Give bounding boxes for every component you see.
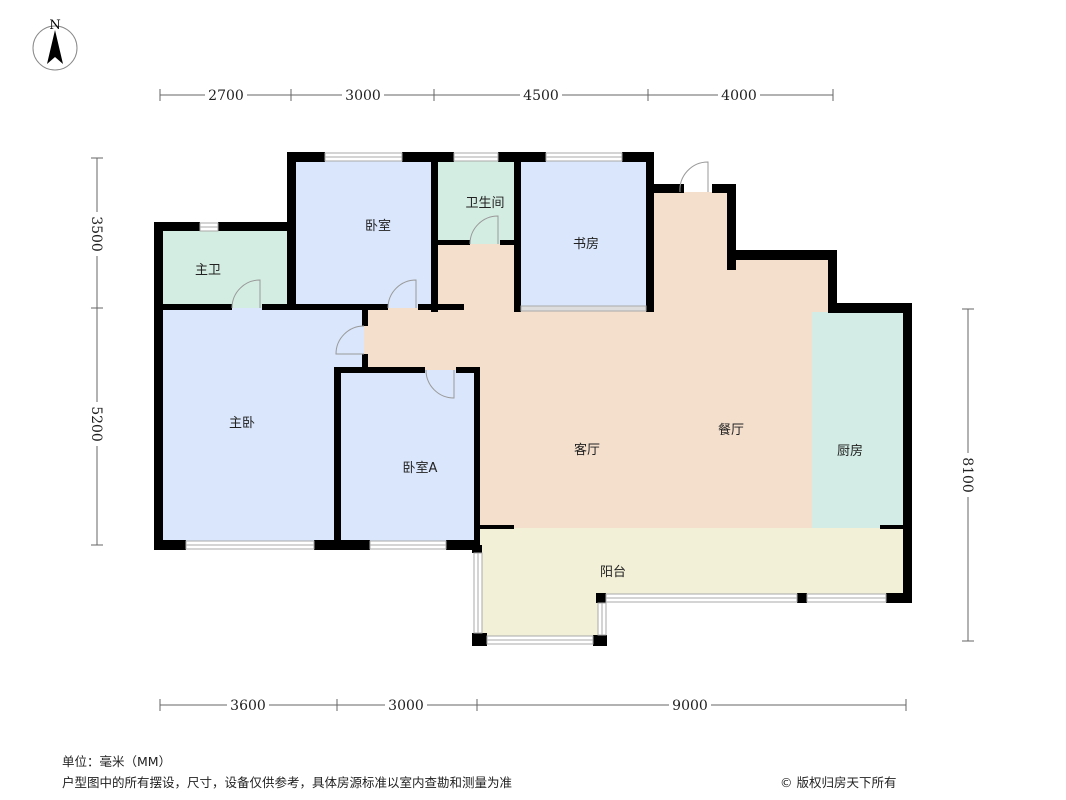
dim-top-2: 3000 xyxy=(345,88,381,104)
disclaimer-note: 户型图中的所有摆设，尺寸，设备仅供参考，具体房源标准以室内查勘和测量为准 xyxy=(62,775,513,790)
kitchen-area xyxy=(812,312,904,528)
compass-label: N xyxy=(49,18,60,33)
room-label-living-room: 客厅 xyxy=(574,442,600,458)
room-label-balcony: 阳台 xyxy=(600,565,626,580)
bathroom-area xyxy=(434,160,518,244)
unit-note: 单位：毫米（MM） xyxy=(62,754,172,769)
living-dining-area xyxy=(364,192,830,528)
doors xyxy=(231,161,709,399)
dim-right-1: 8100 xyxy=(959,457,975,493)
copyright-note: © 版权归房天下所有 xyxy=(780,775,897,790)
room-label-bedroom: 卧室 xyxy=(365,218,391,234)
bottom-dimension xyxy=(159,699,907,711)
windows xyxy=(185,152,887,645)
dim-bottom-2: 3000 xyxy=(388,698,424,714)
room-label-dining-room: 餐厅 xyxy=(718,422,744,438)
bedroom-area xyxy=(290,160,434,308)
room-label-bathroom: 卫生间 xyxy=(465,196,504,211)
dim-left-2: 5200 xyxy=(88,406,104,442)
room-label-master-bath: 主卫 xyxy=(195,263,221,278)
study-area xyxy=(518,160,648,308)
master-bath-area xyxy=(162,230,290,308)
bedroom-a-area xyxy=(337,370,478,545)
dim-top-1: 2700 xyxy=(208,88,244,104)
dim-top-3: 4500 xyxy=(523,88,559,104)
north-compass-icon: N xyxy=(32,18,78,71)
dim-bottom-3: 9000 xyxy=(672,698,708,714)
walls xyxy=(154,152,912,646)
dim-bottom-1: 3600 xyxy=(230,698,266,714)
room-label-study: 书房 xyxy=(573,236,599,252)
room-label-bedroom-a: 卧室A xyxy=(403,460,438,476)
dim-left-1: 3500 xyxy=(88,216,104,252)
dim-top-4: 4000 xyxy=(721,88,757,104)
room-label-kitchen: 厨房 xyxy=(837,443,863,459)
balcony-area xyxy=(478,528,904,638)
room-label-master-bedroom: 主卧 xyxy=(229,416,255,431)
master-bedroom-area xyxy=(162,308,364,545)
